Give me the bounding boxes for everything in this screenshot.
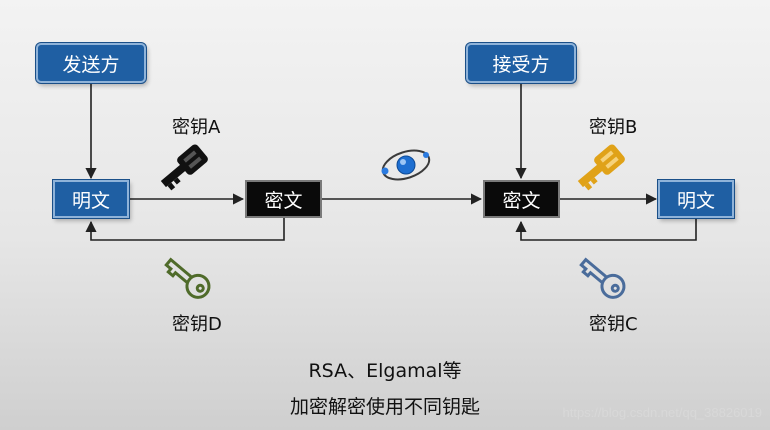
network-globe-icon [381, 149, 431, 181]
arrow-plaintext-back-to-ciphertext [515, 218, 697, 241]
receiver-label: 接受方 [492, 53, 550, 76]
key-b-label: 密钥B [589, 117, 638, 138]
key-a-icon [160, 144, 208, 191]
key-b-icon [577, 144, 625, 191]
ciphertext-left-node: 密文 [245, 180, 322, 218]
plaintext-right-node: 明文 [658, 180, 734, 218]
plaintext-right-label: 明文 [676, 189, 715, 212]
key-a-label: 密钥A [172, 117, 221, 138]
arrow-ciphertext-back-to-plaintext [85, 218, 285, 241]
watermark: https://blog.csdn.net/qq_38826019 [562, 405, 763, 420]
receiver-node: 接受方 [466, 43, 576, 83]
sender-label: 发送方 [62, 53, 120, 76]
plaintext-left-node: 明文 [53, 180, 129, 218]
caption-line-1: RSA、Elgamal等 [308, 360, 462, 382]
ciphertext-right-label: 密文 [502, 189, 541, 212]
ciphertext-left-label: 密文 [264, 189, 303, 212]
caption-line-2: 加密解密使用不同钥匙 [289, 396, 480, 418]
plaintext-left-label: 明文 [71, 189, 110, 212]
sender-node: 发送方 [36, 43, 146, 83]
key-d-label: 密钥D [172, 314, 222, 335]
key-c-icon [579, 257, 626, 299]
key-d-icon [164, 257, 211, 299]
key-c-label: 密钥C [589, 314, 638, 335]
ciphertext-right-node: 密文 [483, 180, 560, 218]
